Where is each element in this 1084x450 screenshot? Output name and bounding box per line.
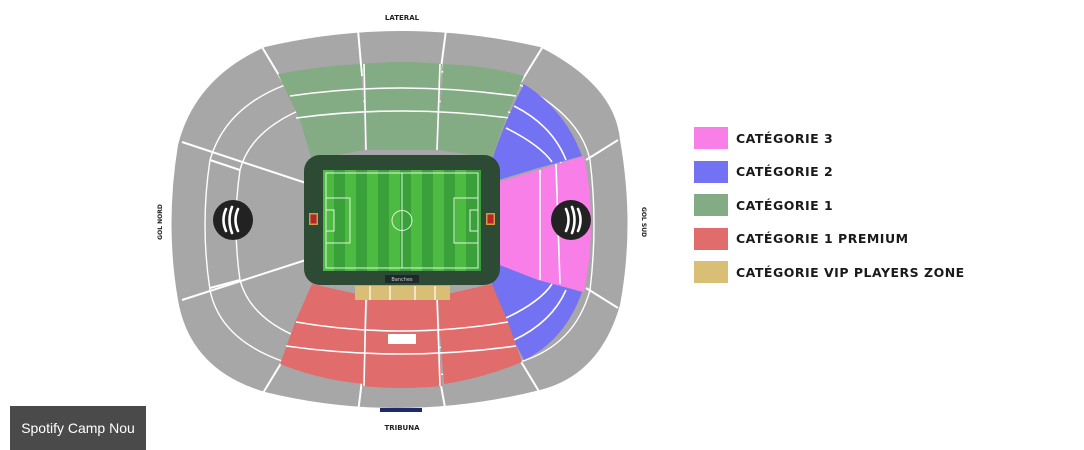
pitch: Banches: [304, 155, 500, 285]
legend-label: CATÉGORIE 2: [736, 164, 834, 179]
legend-label: CATÉGORIE 3: [736, 130, 834, 146]
section-dividers: [181, 29, 619, 414]
spotify-icon: [213, 200, 253, 240]
legend-swatch: [694, 160, 728, 183]
venue-name-badge: Spotify Camp Nou: [10, 406, 146, 450]
zone-categorie-1-premium[interactable]: [280, 284, 522, 388]
zone-categorie-2-lower[interactable]: [492, 262, 582, 360]
legend-label: CATÉGORIE VIP PLAYERS ZONE: [736, 264, 965, 280]
legend-item-categorie-1-premium[interactable]: CATÉGORIE 1 PREMIUM: [694, 227, 965, 250]
zone-categorie-1[interactable]: [278, 62, 524, 160]
legend-item-categorie-1[interactable]: CATÉGORIE 1: [694, 194, 965, 216]
label-gol-nord: GOL NORD: [157, 204, 164, 240]
zone-vip-players[interactable]: [355, 286, 450, 300]
club-crest-icon: [486, 213, 495, 225]
tribuna-bar: [380, 408, 422, 412]
legend: CATÉGORIE 3 CATÉGORIE 2 CATÉGORIE 1 CATÉ…: [694, 127, 965, 295]
legend-swatch: [694, 194, 728, 216]
legend-item-categorie-2[interactable]: CATÉGORIE 2: [694, 160, 965, 183]
legend-item-categorie-vip[interactable]: CATÉGORIE VIP PLAYERS ZONE: [694, 261, 965, 283]
zone-categorie-2-upper[interactable]: [492, 84, 582, 182]
legend-swatch: [694, 227, 728, 250]
label-gol-sud: GOL SUD: [640, 207, 647, 237]
benches-box: [385, 275, 419, 283]
label-lateral: LATERAL: [385, 14, 420, 22]
benches-label: Banches: [391, 277, 413, 283]
stadium-map: Banches LATERAL TRIBUNA GOL NORD GOL SUD: [157, 14, 647, 432]
legend-swatch: [694, 261, 728, 283]
legend-label: CATÉGORIE 1 PREMIUM: [736, 231, 909, 246]
legend-swatch: [694, 127, 728, 149]
club-crest-icon: [309, 213, 318, 225]
spotify-icon: [551, 200, 591, 240]
legend-item-categorie-3[interactable]: CATÉGORIE 3: [694, 127, 965, 149]
legend-label: CATÉGORIE 1: [736, 197, 834, 213]
label-tribuna: TRIBUNA: [384, 424, 420, 432]
